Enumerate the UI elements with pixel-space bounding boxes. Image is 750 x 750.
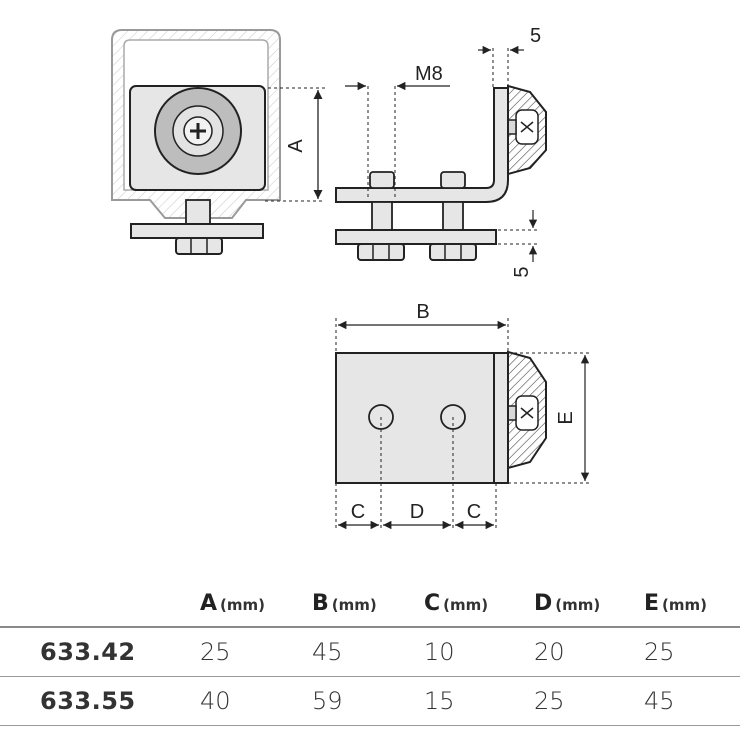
header-unit: (mm): [662, 595, 708, 614]
table-row: 633.55 40 59 15 25 45: [0, 676, 740, 726]
dimension-5-side: [498, 210, 540, 262]
technical-drawing: A M8 5: [111, 25, 592, 530]
header-unit: (mm): [220, 595, 266, 614]
header-empty: [0, 580, 200, 628]
header-c: C(mm): [424, 580, 534, 628]
header-letter: B: [312, 590, 329, 616]
value-c: 10: [424, 627, 534, 677]
value-d: 20: [534, 627, 644, 677]
header-letter: C: [424, 590, 441, 616]
header-b: B(mm): [312, 580, 424, 628]
header-letter: E: [644, 590, 660, 616]
table-header-row: A(mm) B(mm) C(mm) D(mm) E(mm): [0, 580, 740, 628]
header-d: D(mm): [534, 580, 644, 628]
value-e: 45: [644, 676, 740, 726]
dimension-5-top: [478, 45, 524, 90]
front-view: [111, 29, 281, 255]
header-e: E(mm): [644, 580, 740, 628]
product-code: 633.55: [0, 676, 200, 726]
dim-label-a: A: [285, 139, 307, 153]
product-code: 633.42: [0, 627, 200, 677]
side-view: [335, 84, 547, 261]
table-row: 633.42 25 45 10 20 25: [0, 627, 740, 677]
value-a: 40: [200, 676, 312, 726]
value-c: 15: [424, 676, 534, 726]
header-unit: (mm): [555, 595, 601, 614]
dim-label-c-right: C: [467, 501, 481, 523]
value-a: 25: [200, 627, 312, 677]
dimension-cdc: [335, 483, 497, 530]
dim-label-5-top: 5: [530, 25, 541, 47]
header-unit: (mm): [331, 595, 377, 614]
header-letter: A: [200, 590, 218, 616]
dimension-a: [265, 87, 325, 202]
dim-label-5-side: 5: [511, 266, 533, 277]
value-b: 45: [312, 627, 424, 677]
dim-label-m8: M8: [415, 63, 443, 85]
header-unit: (mm): [443, 595, 489, 614]
header-a: A(mm): [200, 580, 312, 628]
dim-label-e: E: [555, 411, 577, 424]
value-e: 25: [644, 627, 740, 677]
dimension-e: [508, 352, 592, 484]
dimension-b: [335, 318, 509, 352]
dim-label-d: D: [410, 501, 424, 523]
header-letter: D: [534, 590, 553, 616]
dimension-m8: [345, 81, 450, 200]
value-d: 25: [534, 676, 644, 726]
dimension-table: A(mm) B(mm) C(mm) D(mm) E(mm) 633.42 25 …: [0, 580, 740, 726]
value-b: 59: [312, 676, 424, 726]
dim-label-c-left: C: [351, 501, 365, 523]
dim-label-b: B: [416, 301, 429, 323]
plate-view: [335, 350, 547, 528]
